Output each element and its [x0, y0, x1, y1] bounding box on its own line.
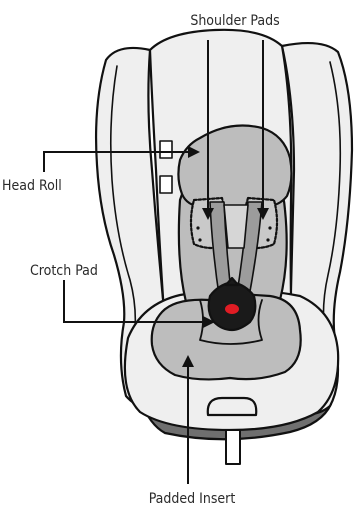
strap-slot-upper — [160, 141, 172, 158]
car-seat-illustration — [96, 30, 352, 464]
label-shoulder-pads: Shoulder Pads — [190, 13, 279, 29]
crotch-strap — [226, 430, 240, 464]
front-clip — [208, 398, 256, 415]
buckle-red-button — [225, 304, 239, 314]
label-padded-insert: Padded Insert — [149, 491, 236, 507]
label-crotch-pad: Crotch Pad — [30, 263, 98, 279]
label-head-roll: Head Roll — [2, 178, 62, 194]
strap-slot-lower — [160, 176, 172, 193]
harness-center-panel — [224, 205, 248, 248]
